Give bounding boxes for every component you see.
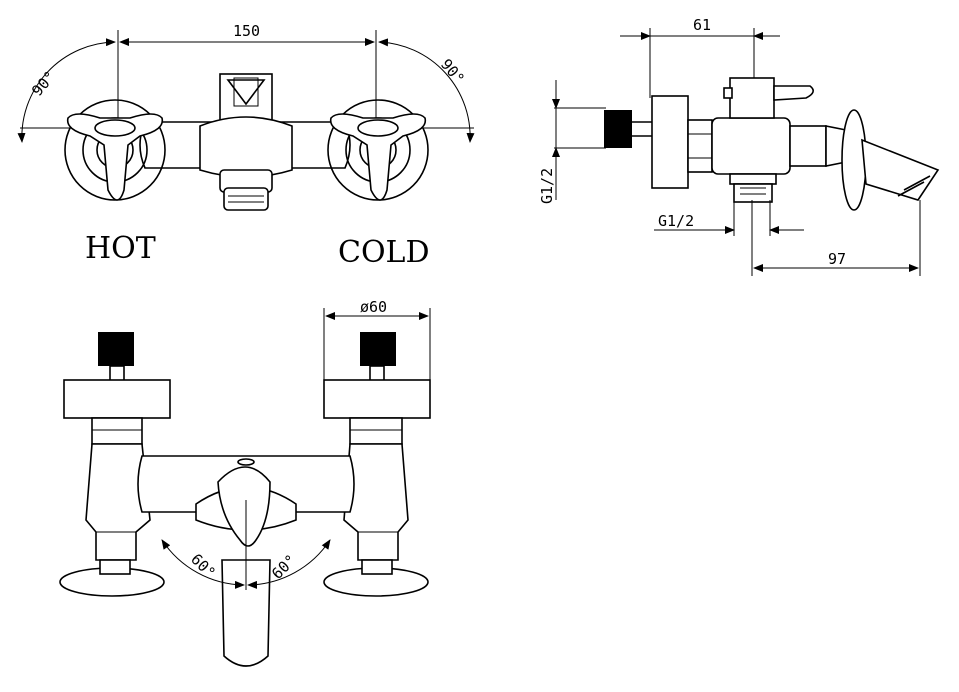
angle-left-label: 90° [28,67,59,99]
side-view: 61 G1/2 [538,16,940,276]
dim-spout-label: 97 [828,250,846,268]
cold-handle [327,99,429,201]
dim-depth-label: 61 [693,16,711,34]
dim-flange-label: ø60 [360,298,387,316]
dim-width-label: 150 [233,22,260,40]
angle-right-label: 90° [437,55,468,87]
front-view: 150 90° 90° [17,22,475,270]
hot-handle [64,99,166,201]
angle-left-lever-label: 60° [187,550,219,582]
lever-view: ø60 60° 60° [59,298,431,667]
cold-label: COLD [338,235,430,270]
hot-label: HOT [85,231,156,266]
dim-thread-inlet-label: G1/2 [538,168,556,204]
dim-thread-outlet-label: G1/2 [658,212,694,230]
angle-right-lever-label: 60° [268,551,300,583]
